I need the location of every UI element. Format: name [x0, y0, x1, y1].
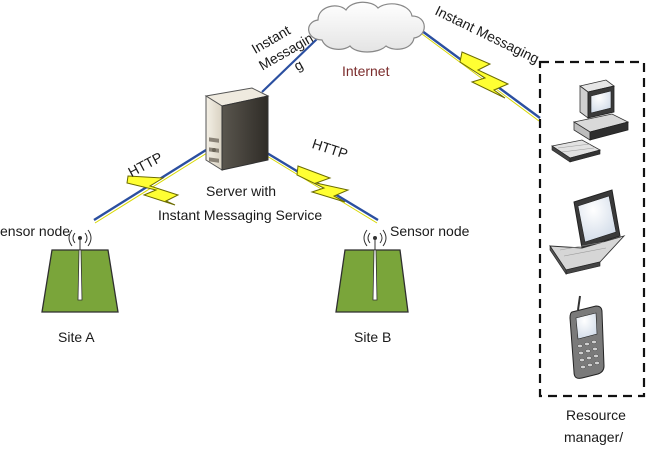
instant-messaging-label-right: Instant Messaging [433, 2, 542, 66]
link-cloud-resource-manager [417, 27, 541, 122]
link-server-cloud [261, 37, 319, 93]
lightning-bolt-icon [459, 51, 510, 99]
lightning-bolt-icon [126, 175, 180, 206]
site-a [41, 229, 119, 313]
site-b-ground [335, 249, 409, 313]
site-a-node-label: ensor node [0, 223, 70, 239]
internet-label: Internet [342, 63, 390, 79]
site-b-node-label: Sensor node [390, 223, 470, 239]
antenna-icon [363, 229, 387, 301]
desktop-computer-icon [550, 79, 630, 163]
site-a-label: Site A [58, 329, 95, 345]
site-b [335, 229, 409, 313]
cloud-icon [308, 1, 425, 53]
http-label-left: HTTP [125, 149, 165, 180]
antenna-icon [68, 229, 92, 301]
server-label-line2: Instant Messaging Service [158, 207, 322, 223]
server-tower-icon [204, 87, 270, 171]
server-label-line1: Server with [206, 183, 276, 199]
laptop-icon [549, 189, 626, 275]
resource-manager-label-line1: Resource [566, 407, 626, 423]
link-server-siteB [261, 148, 379, 224]
lightning-bolt-icon [296, 165, 350, 203]
site-b-label: Site B [354, 329, 391, 345]
mobile-phone-icon [569, 295, 605, 379]
http-label-right: HTTP [310, 135, 350, 162]
link-siteA-server [93, 148, 208, 224]
resource-manager-label-line2: manager/ [564, 429, 623, 445]
resource-manager-box [538, 60, 646, 398]
im-left-line3: g [291, 56, 306, 74]
